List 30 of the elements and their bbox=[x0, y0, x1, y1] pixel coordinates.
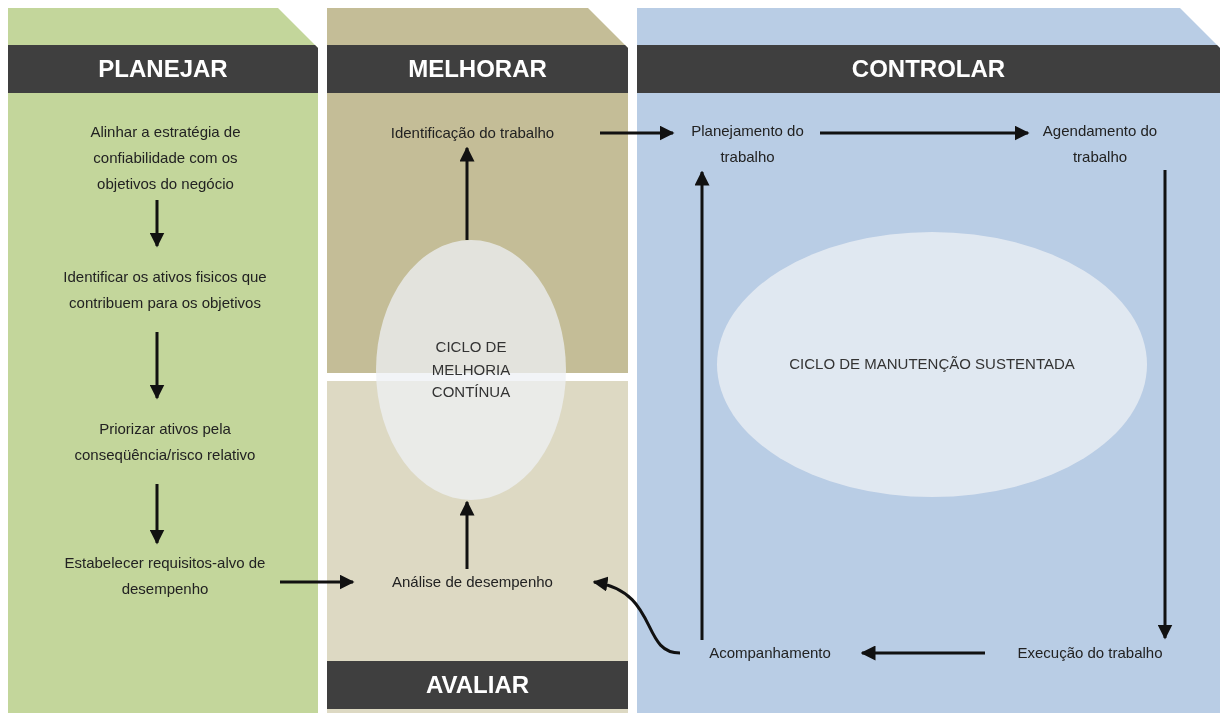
section-header: AVALIAR bbox=[327, 661, 628, 709]
arrow bbox=[149, 200, 165, 248]
arrow bbox=[1157, 170, 1173, 640]
step-text: Identificar os ativos fisicos que contribuem para os objetivos bbox=[60, 248, 270, 332]
arrow bbox=[820, 125, 1030, 141]
cycle-label: CICLO DE MANUTENÇÃO SUSTENTADA bbox=[789, 354, 1075, 375]
arrow bbox=[149, 332, 165, 400]
step-text: Agendamento do trabalho bbox=[1030, 118, 1170, 170]
step-text: Priorizar ativos pela conseqüência/risco relativo bbox=[60, 400, 270, 484]
step-text: Alinhar a estratégia de confiabilidade com os objetivos do negócio bbox=[68, 116, 263, 200]
arrow bbox=[280, 574, 355, 590]
step-text: Identificação do trabalho bbox=[345, 120, 600, 146]
arrow bbox=[694, 170, 710, 640]
section-header: MELHORAR bbox=[327, 45, 628, 93]
step-text: Execução do trabalho bbox=[985, 640, 1195, 666]
section-header: CONTROLAR bbox=[637, 45, 1220, 93]
step-text: Estabelecer requisitos-alvo de desempenho bbox=[50, 545, 280, 607]
section-panel bbox=[637, 8, 1220, 713]
section-panel bbox=[8, 8, 318, 713]
arrow bbox=[592, 577, 681, 655]
arrow bbox=[860, 645, 985, 661]
step-text: Planejamento do trabalho bbox=[675, 118, 820, 170]
step-text: Análise de desempenho bbox=[355, 569, 590, 595]
arrow bbox=[600, 125, 675, 141]
arrow bbox=[459, 500, 475, 569]
cycle-label: CICLO DE MELHORIA CONTÍNUA bbox=[430, 337, 512, 403]
step-text: Acompanhamento bbox=[680, 640, 860, 666]
section-header: PLANEJAR bbox=[8, 45, 318, 93]
arrow bbox=[459, 146, 475, 240]
arrow bbox=[149, 484, 165, 545]
